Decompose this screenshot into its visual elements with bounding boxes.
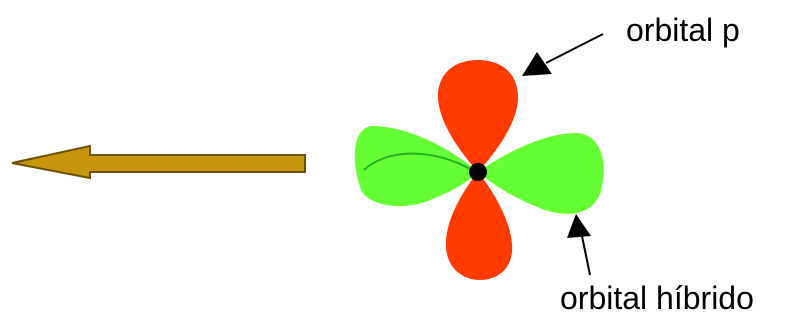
hybrid-orbital-right-lobe — [478, 133, 604, 214]
direction-arrow-icon — [11, 144, 306, 180]
p-orbital-lower-lobe — [445, 172, 513, 280]
pointer-arrow-p-icon — [522, 33, 604, 76]
p-orbital-upper-lobe — [437, 60, 519, 172]
orbital-hibrido-label: orbital híbrido — [560, 280, 754, 316]
pointer-arrow-hybrid-icon — [567, 214, 591, 276]
nucleus-dot — [469, 163, 487, 181]
hybrid-orbital-node-line — [363, 152, 475, 172]
hybrid-orbital-left-lobe — [354, 126, 478, 207]
orbital-p-label: orbital p — [626, 12, 740, 48]
